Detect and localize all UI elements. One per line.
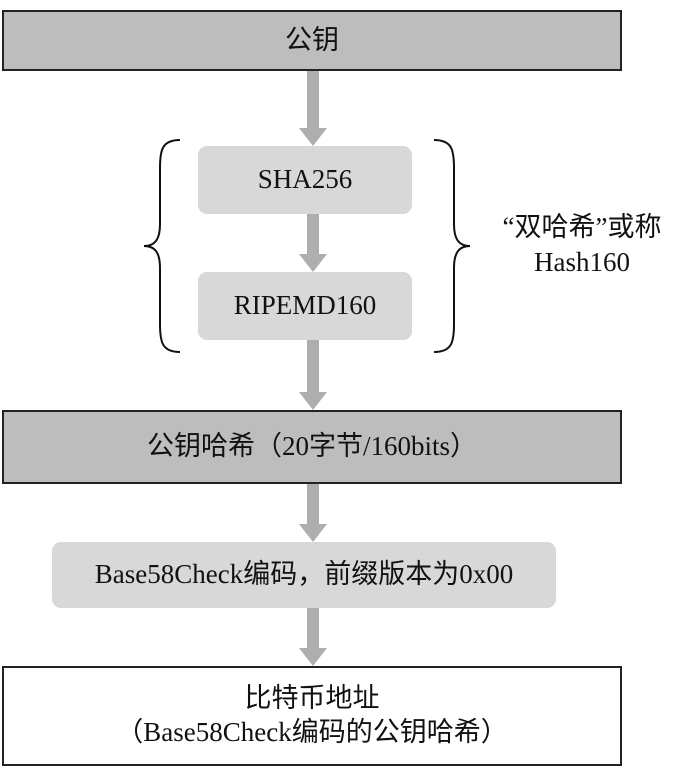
hash160-annotation-line1: “双哈希”或称: [502, 212, 662, 242]
public-key-hash-box: 公钥哈希（20字节/160bits）: [2, 410, 622, 484]
arrow-down-5: [299, 608, 327, 666]
hash160-annotation: “双哈希”或称 Hash160: [476, 210, 688, 280]
public-key-label: 公钥: [285, 24, 339, 55]
arrow-down-2: [299, 214, 327, 272]
sha256-label: SHA256: [257, 164, 353, 195]
base58check-encode-box: Base58Check编码，前缀版本为0x00: [52, 542, 556, 608]
arrow-down-4: [299, 484, 327, 542]
bitcoin-address-subtitle: （Base58Check编码的公钥哈希）: [116, 717, 508, 747]
ripemd160-label: RIPEMD160: [233, 290, 377, 321]
bitcoin-address-box: 比特币地址 （Base58Check编码的公钥哈希）: [2, 666, 622, 766]
base58check-encode-label: Base58Check编码，前缀版本为0x00: [94, 559, 514, 590]
arrow-down-1: [299, 71, 327, 146]
right-brace: [433, 139, 471, 353]
hash160-annotation-line2: Hash160: [534, 247, 630, 278]
bitcoin-address-title: 比特币地址: [244, 683, 380, 714]
public-key-box: 公钥: [2, 10, 622, 71]
left-brace: [143, 139, 181, 353]
sha256-box: SHA256: [198, 146, 412, 214]
arrow-down-3: [299, 340, 327, 410]
ripemd160-box: RIPEMD160: [198, 272, 412, 340]
public-key-hash-label: 公钥哈希（20字节/160bits）: [146, 431, 477, 462]
